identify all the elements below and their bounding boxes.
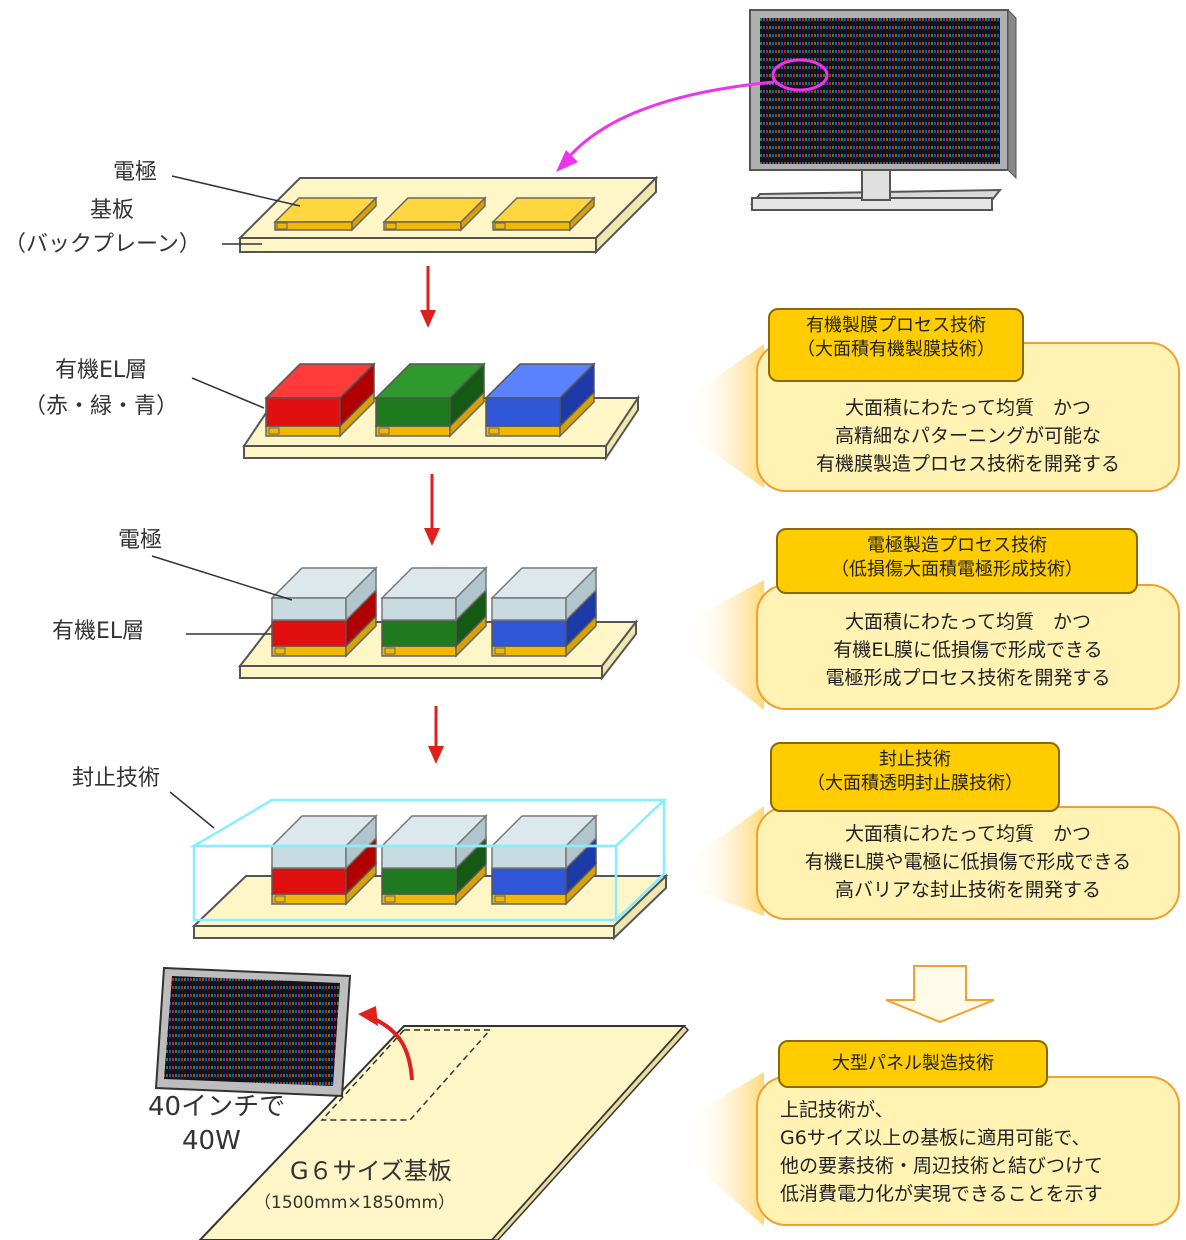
magnify-arrow-head [556,150,578,172]
step4-blue-stack [490,814,598,906]
tech1-desc-line2: 高精細なパターニングが可能な [834,425,1101,447]
step4-red-stack [270,814,378,906]
process-arrow-1 [420,266,436,328]
tech4-desc-line1: 上記技術が、 [780,1099,894,1121]
tech4-title-box: 大型パネル製造技術 [778,1040,1048,1088]
tech1-title-box: 有機製膜プロセス技術 （大面積有機製膜技術） [768,308,1024,382]
step1-electrode-leader [171,175,301,207]
tech2-spotlight [686,580,764,710]
step2-organic-leader [191,377,265,409]
tech2-title-line1: 電極製造プロセス技術 [867,535,1047,556]
large-panel-icon [154,966,352,1098]
magnified-area-circle [771,58,829,92]
g6-substrate [198,1024,690,1240]
step1-electrode-2 [382,196,487,232]
step2-blue-layer [484,362,596,438]
step2-red-layer [264,362,376,438]
step3-organic-label: 有機EL層 [52,619,145,644]
tech2-desc-line3: 電極形成プロセス技術を開発する [825,667,1111,689]
step2-organic-label: 有機EL層 [55,358,148,383]
panel-cut-area [320,1029,492,1121]
g6-substrate-label: G６サイズ基板 [290,1157,452,1185]
tech4-title-line1: 大型パネル製造技術 [832,1053,994,1074]
step1-electrode-label: 電極 [113,160,158,185]
panel-caption-line1: 40インチで [148,1092,286,1122]
tech2-desc-line2: 有機EL膜に低損傷で形成できる [833,639,1103,661]
step1-electrode-3 [491,196,596,232]
tech3-title-line2: （大面積透明封止膜技術） [807,773,1023,794]
step4-green-stack [380,814,488,906]
tech3-desc-line3: 高バリアな封止技術を開発する [834,879,1101,901]
g6-substrate-size: （1500mm×1850mm） [254,1193,456,1213]
step3-green-stack [380,566,488,658]
tech3-desc-line2: 有機EL膜や電極に低損傷で形成できる [804,851,1132,873]
step3-red-stack [270,566,378,658]
tech2-title-box: 電極製造プロセス技術 （低損傷大面積電極形成技術） [776,528,1138,594]
tech2-description-box: 大面積にわたって均質 かつ 有機EL膜に低損傷で形成できる 電極形成プロセス技術… [756,584,1180,710]
tech2-desc-line1: 大面積にわたって均質 かつ [844,611,1092,633]
step4-sealing-leader [169,791,215,829]
panel-cut-arrow [371,1016,414,1081]
tech1-title-line2: （大面積有機製膜技術） [797,339,995,360]
tech4-spotlight [686,1072,764,1226]
panel-cut-arrow-head [358,1006,378,1026]
step4-sealing-label: 封止技術 [72,766,161,791]
tech4-desc-line3: 他の要素技術・周辺技術と結びつけて [780,1155,1104,1177]
tech3-title-line1: 封止技術 [879,749,951,770]
tech3-description-box: 大面積にわたって均質 かつ 有機EL膜や電極に低損傷で形成できる 高バリアな封止… [756,806,1180,920]
tech3-spotlight [686,806,764,916]
magnify-arrow [566,80,775,159]
process-arrow-2 [424,474,440,546]
tech4-desc-line2: G6サイズ以上の基板に適用可能で、 [780,1127,1091,1149]
tech1-title-line1: 有機製膜プロセス技術 [806,315,986,336]
tech1-desc-line1: 大面積にわたって均質 かつ [844,397,1092,419]
monitor-icon [749,8,1017,211]
tech4-desc-line4: 低消費電力化が実現できることを示す [780,1183,1103,1205]
tech1-desc-line3: 有機膜製造プロセス技術を開発する [815,453,1120,475]
tech3-title-box: 封止技術 （大面積透明封止膜技術） [770,742,1060,812]
tech2-title-line2: （低損傷大面積電極形成技術） [831,559,1083,580]
step2-green-layer [374,362,486,438]
step3-blue-stack [490,566,598,658]
step1-substrate-label: 基板 [90,198,135,223]
step3-electrode-label: 電極 [118,528,163,553]
step3-electrode-leader [151,555,293,601]
panel-caption-line2: 40W [182,1126,241,1156]
step1-electrode-1 [273,196,378,232]
tech1-spotlight [686,344,764,488]
process-arrow-3 [428,706,444,764]
step2-colors-label: （赤・緑・青） [24,394,179,419]
tech3-desc-line1: 大面積にわたって均質 かつ [844,823,1092,845]
step4-sealing-box [189,798,668,922]
step1-backplane-label: （バックプレーン） [4,232,201,257]
tech4-description-box: 上記技術が、 G6サイズ以上の基板に適用可能で、 他の要素技術・周辺技術と結びつ… [756,1076,1180,1226]
hollow-down-arrow [885,965,995,1024]
